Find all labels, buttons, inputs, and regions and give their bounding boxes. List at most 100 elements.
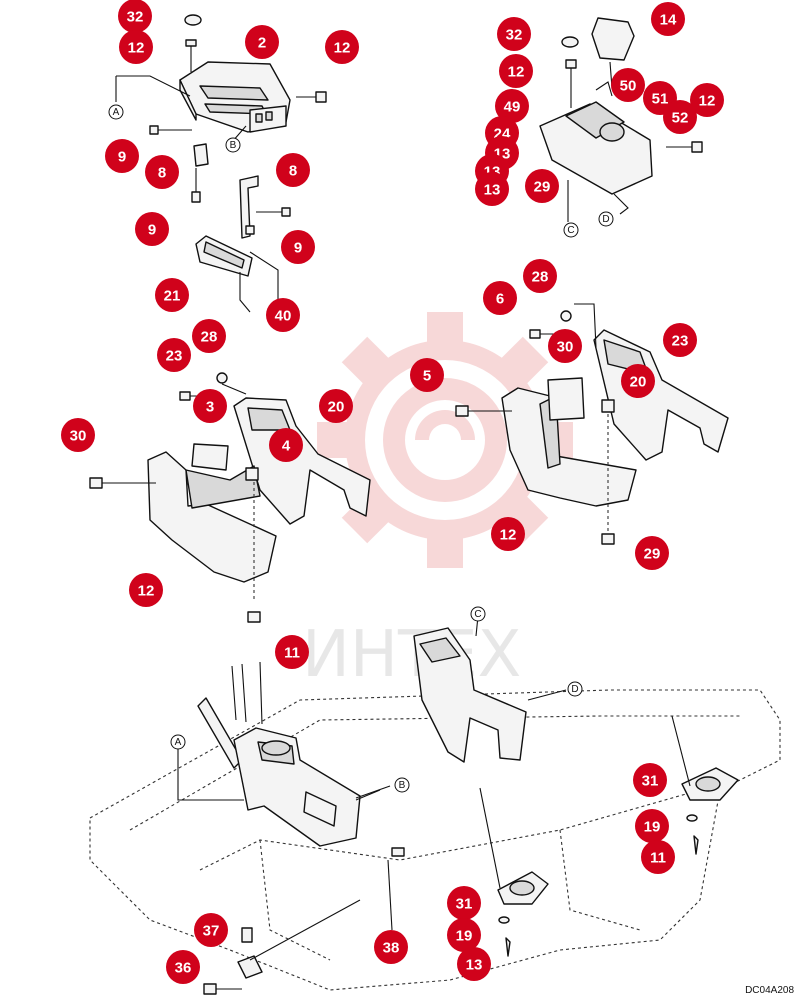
callout-label: 37 xyxy=(203,923,220,940)
callout-13: 13 xyxy=(475,172,509,206)
callout-12: 12 xyxy=(119,30,153,64)
callout-circle xyxy=(483,281,517,315)
callout-circle xyxy=(523,259,557,293)
callout-circle xyxy=(447,918,481,952)
reference-mark-A: A xyxy=(108,104,124,120)
callout-circle xyxy=(276,153,310,187)
callout-circle xyxy=(457,947,491,981)
callout-circle xyxy=(410,358,444,392)
callout-label: 23 xyxy=(672,333,689,350)
callout-31: 31 xyxy=(633,763,667,797)
callout-label: 23 xyxy=(166,348,183,365)
callout-circle xyxy=(325,30,359,64)
callout-23: 23 xyxy=(157,338,191,372)
callout-52: 52 xyxy=(663,100,697,134)
callout-50: 50 xyxy=(611,68,645,102)
callout-label: 50 xyxy=(620,78,637,95)
callout-circle xyxy=(497,17,531,51)
callout-circle xyxy=(635,809,669,843)
callout-9: 9 xyxy=(135,212,169,246)
callout-31: 31 xyxy=(447,886,481,920)
callout-circle xyxy=(194,913,228,947)
callout-label: 12 xyxy=(334,40,351,57)
callout-label: 2 xyxy=(258,35,266,52)
callout-circle xyxy=(129,573,163,607)
callout-label: 20 xyxy=(630,374,647,391)
callout-circle xyxy=(611,68,645,102)
callout-label: 32 xyxy=(506,27,523,44)
callout-11: 11 xyxy=(641,840,675,874)
callout-label: 31 xyxy=(456,896,473,913)
callout-label: 12 xyxy=(138,583,155,600)
callout-label: 29 xyxy=(534,179,551,196)
callout-circle xyxy=(663,100,697,134)
callout-30: 30 xyxy=(548,329,582,363)
callout-circle xyxy=(135,212,169,246)
callout-12: 12 xyxy=(129,573,163,607)
callout-label: 28 xyxy=(201,329,218,346)
callout-label: 19 xyxy=(456,928,473,945)
callout-label: 52 xyxy=(672,110,689,127)
callout-label: 19 xyxy=(644,819,661,836)
callout-14: 14 xyxy=(651,2,685,36)
reference-mark-C: C xyxy=(470,606,486,622)
callout-label: 11 xyxy=(284,645,300,662)
callout-circle xyxy=(193,389,227,423)
callout-20: 20 xyxy=(621,364,655,398)
callout-20: 20 xyxy=(319,389,353,423)
reference-mark-B: B xyxy=(394,777,410,793)
callout-label: 9 xyxy=(118,149,126,166)
reference-mark-C: C xyxy=(563,222,579,238)
callout-12: 12 xyxy=(499,54,533,88)
callout-label: 8 xyxy=(289,163,297,180)
callout-8: 8 xyxy=(145,155,179,189)
callout-label: 8 xyxy=(158,165,166,182)
callout-49: 49 xyxy=(495,89,529,123)
callout-8: 8 xyxy=(276,153,310,187)
callout-label: 31 xyxy=(642,773,659,790)
callout-9: 9 xyxy=(105,139,139,173)
callout-label: 13 xyxy=(484,182,501,199)
callout-circle xyxy=(374,930,408,964)
upper-left-assembly xyxy=(115,14,327,313)
callout-6: 6 xyxy=(483,281,517,315)
reference-label: C xyxy=(474,609,481,620)
callout-13: 13 xyxy=(457,947,491,981)
callout-label: 12 xyxy=(508,64,525,81)
reference-mark-D: D xyxy=(598,211,614,227)
callout-circle xyxy=(269,428,303,462)
callout-label: 4 xyxy=(282,438,291,455)
callout-circle xyxy=(633,763,667,797)
reference-mark-D: D xyxy=(567,681,583,697)
callout-circle xyxy=(641,840,675,874)
callout-label: 49 xyxy=(504,99,521,116)
callout-12: 12 xyxy=(325,30,359,64)
callout-36: 36 xyxy=(166,950,200,984)
callout-circle xyxy=(105,139,139,173)
callout-40: 40 xyxy=(266,298,300,332)
drawing-code: DC04A208 xyxy=(745,985,794,996)
callout-label: 9 xyxy=(294,240,302,257)
callout-circle xyxy=(690,83,724,117)
callout-circle xyxy=(266,298,300,332)
reference-mark-B: B xyxy=(225,137,241,153)
callout-label: 28 xyxy=(532,269,549,286)
callout-label: 14 xyxy=(660,12,677,29)
callout-label: 51 xyxy=(652,91,669,108)
callout-5: 5 xyxy=(410,358,444,392)
callout-label: 12 xyxy=(500,527,517,544)
callout-label: 3 xyxy=(206,399,214,416)
callout-29: 29 xyxy=(635,536,669,570)
callout-4: 4 xyxy=(269,428,303,462)
callout-circle xyxy=(145,155,179,189)
callout-circle xyxy=(548,329,582,363)
callout-11: 11 xyxy=(275,635,309,669)
callout-circle xyxy=(525,169,559,203)
callout-circle xyxy=(245,25,279,59)
callout-label: 30 xyxy=(70,428,87,445)
callout-label: 40 xyxy=(275,308,292,325)
callout-label: 21 xyxy=(164,288,181,305)
reference-label: D xyxy=(602,214,609,225)
callout-circle xyxy=(281,230,315,264)
